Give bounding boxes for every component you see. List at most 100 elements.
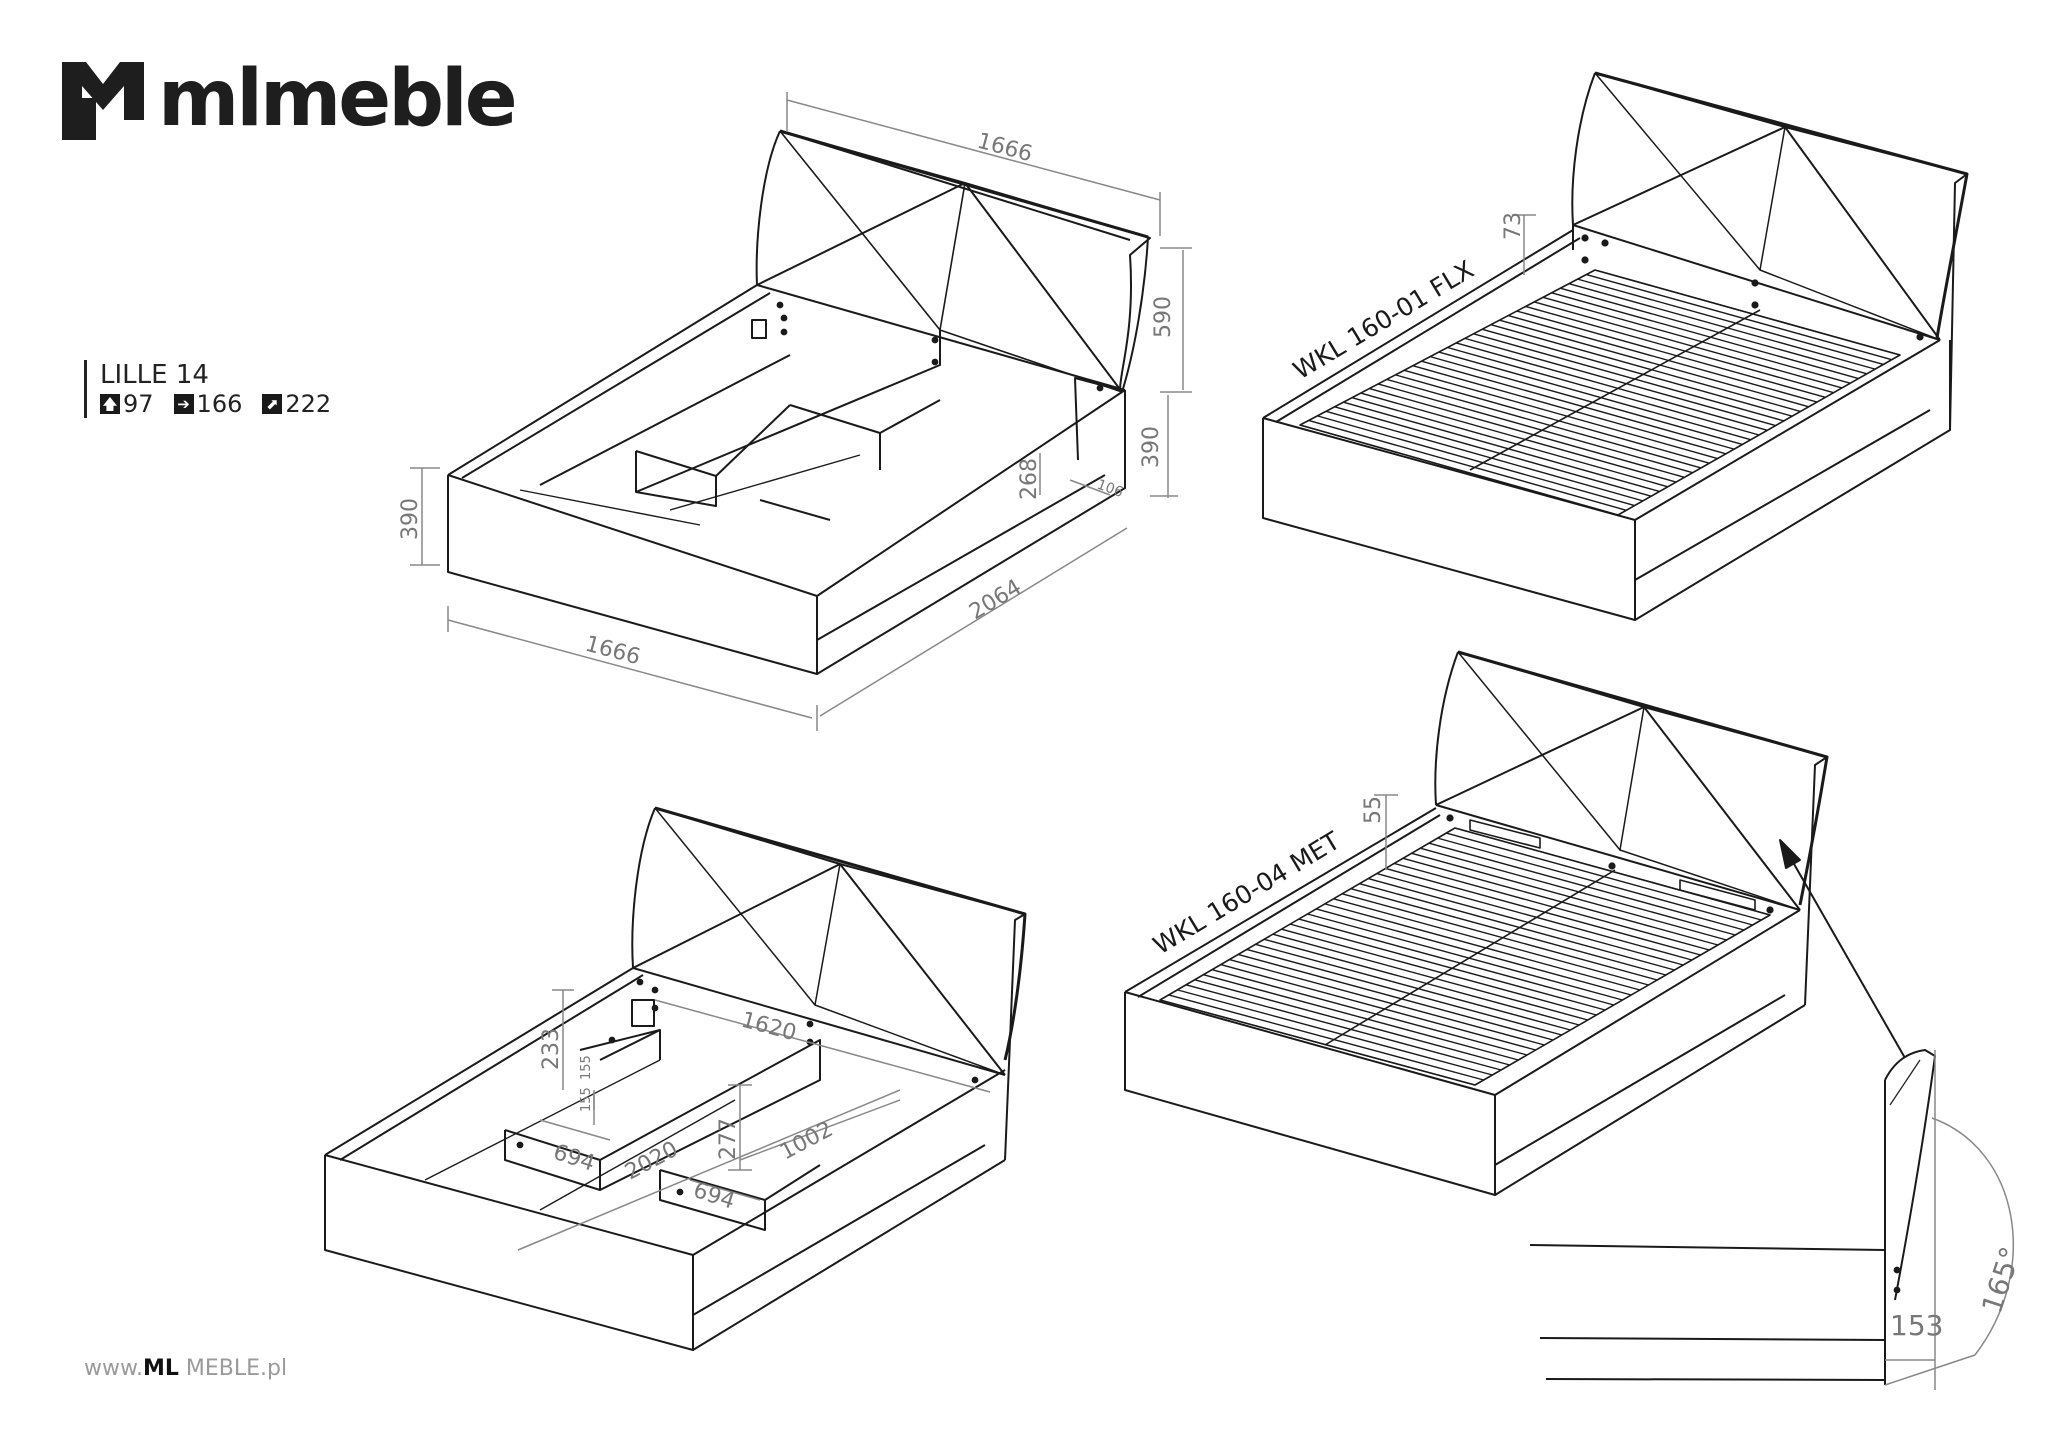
view-met-dimension-lines	[1374, 794, 1398, 870]
slat	[1473, 333, 1785, 422]
view-inner-dimension-lines	[517, 989, 991, 1251]
view-flx-slatted-base	[1262, 71, 1969, 621]
slat	[1220, 963, 1536, 1051]
slat	[1403, 369, 1718, 460]
slat	[1577, 278, 1884, 366]
dim-small-a: 155	[579, 1055, 594, 1080]
view-headboard-tilt-detail	[1529, 1049, 1936, 1385]
slat	[1317, 415, 1635, 507]
slat	[1351, 396, 1668, 488]
slat	[1194, 979, 1510, 1066]
view-tilt-dimension-lines	[1884, 1050, 2015, 1390]
model-info: LILLE 14 🡅 97 ➔ 166 ⬈ 222	[84, 360, 351, 418]
dim-width-value: 166	[196, 390, 243, 418]
slat	[1385, 867, 1701, 956]
dim-met-slat-offset: 55	[1361, 796, 1386, 824]
dim-board-a: 694	[550, 1140, 598, 1177]
slat	[1376, 872, 1693, 961]
dim-small-b: 155	[579, 1087, 594, 1112]
view-flx-dimension-lines	[1512, 214, 1536, 275]
dim-tilt-angle: 165°	[1975, 1243, 2027, 1317]
slat	[1246, 948, 1562, 1036]
label-wkl-160-01-flx: WKL 160-01 FLX	[1288, 255, 1479, 385]
slat	[1411, 852, 1727, 941]
slat	[1447, 346, 1760, 436]
slat	[1560, 287, 1868, 375]
slat	[1395, 374, 1710, 464]
brand-logo: mlmeble	[62, 54, 518, 144]
slat	[1298, 918, 1615, 1006]
slat	[1377, 383, 1693, 474]
slat	[1272, 933, 1588, 1021]
slat	[1185, 984, 1502, 1071]
dim-frame-height-left: 390	[398, 498, 423, 540]
slat	[1307, 913, 1623, 1001]
website-link[interactable]: www.ML MEBLE.pl	[84, 1356, 287, 1381]
slat	[1421, 360, 1735, 450]
slat	[1315, 908, 1632, 996]
website-rest: MEBLE	[178, 1356, 260, 1381]
slat	[1168, 994, 1484, 1081]
slat	[1490, 324, 1801, 413]
slat	[1229, 958, 1545, 1046]
slat	[1342, 893, 1658, 981]
dim-depth-value: 222	[285, 390, 332, 418]
slat	[1534, 301, 1843, 389]
dim-tilt-offset: 153	[1890, 1309, 1943, 1342]
lift-direction-arrow	[1779, 839, 1906, 1059]
slat	[1525, 305, 1834, 394]
slat	[1542, 296, 1851, 384]
website-bold: ML	[142, 1356, 179, 1381]
slat	[1402, 857, 1719, 946]
label-wkl-160-04-met: WKL 160-04 MET	[1148, 826, 1345, 960]
slat	[1369, 387, 1685, 479]
slat	[1263, 938, 1580, 1026]
dim-inner-height: 268	[1017, 458, 1042, 500]
slat	[1289, 923, 1606, 1011]
view-overall-dimensions	[447, 129, 1151, 675]
slat	[1255, 943, 1571, 1031]
dim-frame-height-right: 390	[1139, 426, 1164, 468]
slat	[1324, 903, 1641, 991]
view-met-slatted-base	[1124, 650, 1829, 1196]
arrow-right-icon: ➔	[173, 394, 194, 414]
slat	[1308, 419, 1627, 511]
brand-name: mlmeble	[158, 54, 518, 144]
view-overall-dimension-lines	[410, 92, 1192, 731]
slat	[1516, 310, 1826, 399]
slat	[1359, 882, 1675, 971]
slat	[1499, 319, 1809, 408]
arrow-up-icon: 🡅	[100, 394, 120, 414]
slat	[1482, 328, 1793, 417]
slat	[1429, 355, 1743, 446]
dim-half-width: 1002	[776, 1117, 837, 1165]
dim-rail-height: 233	[539, 1028, 564, 1070]
slat	[1343, 401, 1660, 493]
slat	[1237, 953, 1554, 1041]
slat	[1464, 337, 1776, 427]
slat	[1211, 968, 1528, 1056]
dim-depth-item: ⬈ 222	[262, 390, 331, 418]
slat	[1386, 378, 1702, 469]
slat	[1333, 898, 1649, 986]
dim-board-b: 694	[690, 1178, 738, 1215]
slat	[1455, 342, 1768, 431]
dim-headboard-height: 590	[1151, 296, 1176, 338]
website-prefix: www.	[84, 1356, 143, 1381]
view-inner-dimensions	[324, 806, 1027, 1351]
arrow-diagonal-icon: ⬈	[262, 394, 283, 414]
slat	[1412, 365, 1727, 455]
slat	[1438, 351, 1751, 441]
dim-leg: 106	[1095, 477, 1126, 501]
dim-width-item: ➔ 166	[173, 390, 243, 418]
slat	[1394, 862, 1710, 951]
slat	[1325, 410, 1644, 502]
website-suffix: .pl	[260, 1356, 288, 1381]
dim-height-item: 🡅 97	[100, 390, 154, 418]
slat	[1568, 283, 1876, 370]
model-dimensions: 🡅 97 ➔ 166 ⬈ 222	[100, 390, 351, 418]
slat	[1368, 877, 1684, 966]
dim-length: 2064	[965, 575, 1026, 625]
slat	[1586, 273, 1892, 361]
